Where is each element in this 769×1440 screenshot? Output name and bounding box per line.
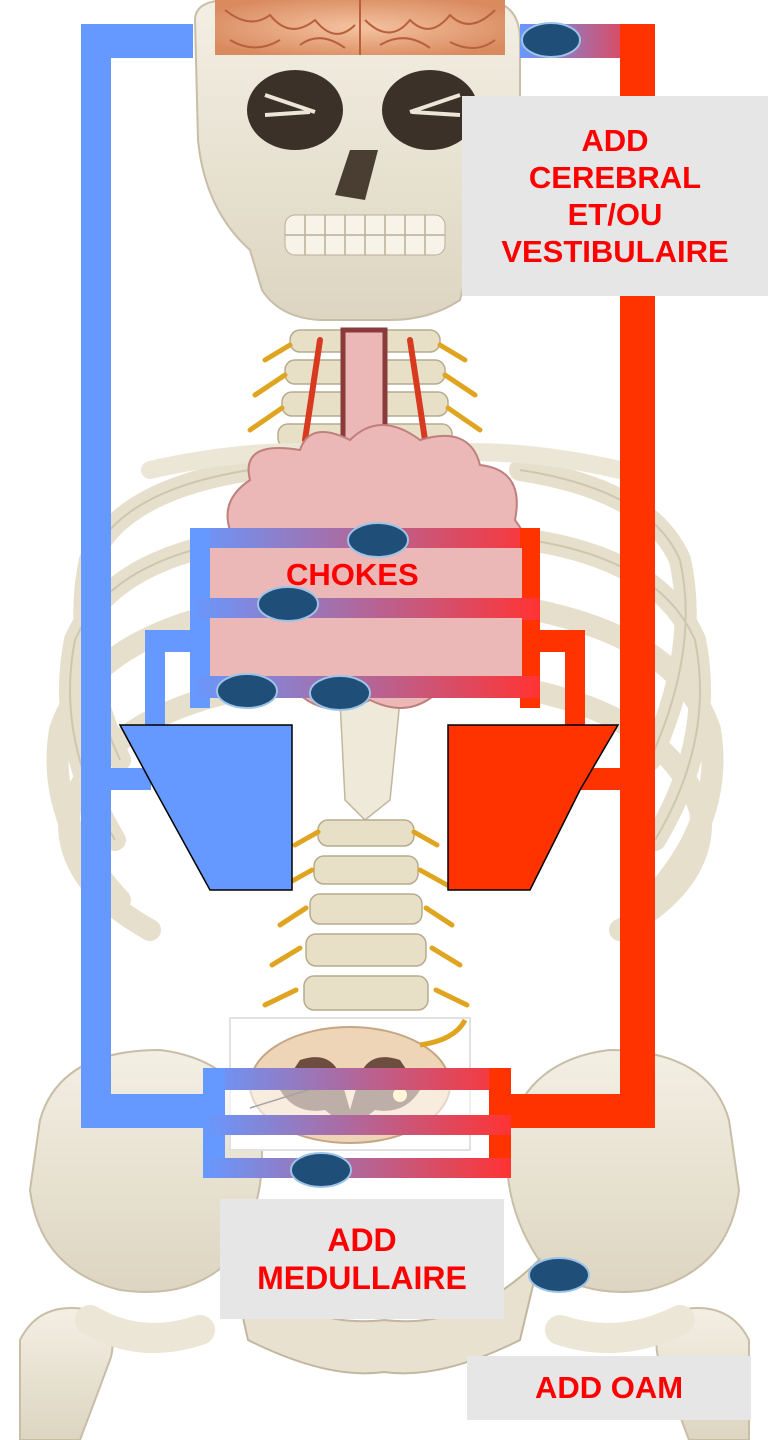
label-oam: ADD OAM <box>467 1356 751 1420</box>
brain-illustration <box>215 0 505 55</box>
label-medullaire-line1: ADD <box>257 1221 467 1259</box>
label-chokes: CHOKES <box>286 557 419 593</box>
right-heart-blue <box>120 725 292 890</box>
label-medullaire-line2: MEDULLAIRE <box>257 1259 467 1297</box>
label-oam-text: ADD OAM <box>535 1369 683 1406</box>
bubble-lung-low-left <box>217 674 277 708</box>
label-medullaire: ADD MEDULLAIRE <box>220 1199 504 1319</box>
left-heart-red <box>448 725 618 890</box>
label-cerebral-line1: ADD <box>501 122 728 159</box>
bubble-lung-top <box>348 523 408 557</box>
bubble-joint <box>529 1258 589 1292</box>
bubble-spine <box>291 1153 351 1187</box>
label-cerebral-line3: ET/OU <box>501 196 728 233</box>
label-cerebral-line4: VESTIBULAIRE <box>501 233 728 270</box>
bubble-brain <box>522 23 580 57</box>
bubble-lung-low-right <box>310 676 370 710</box>
label-cerebral: ADD CEREBRAL ET/OU VESTIBULAIRE <box>462 96 768 296</box>
label-cerebral-line2: CEREBRAL <box>501 159 728 196</box>
